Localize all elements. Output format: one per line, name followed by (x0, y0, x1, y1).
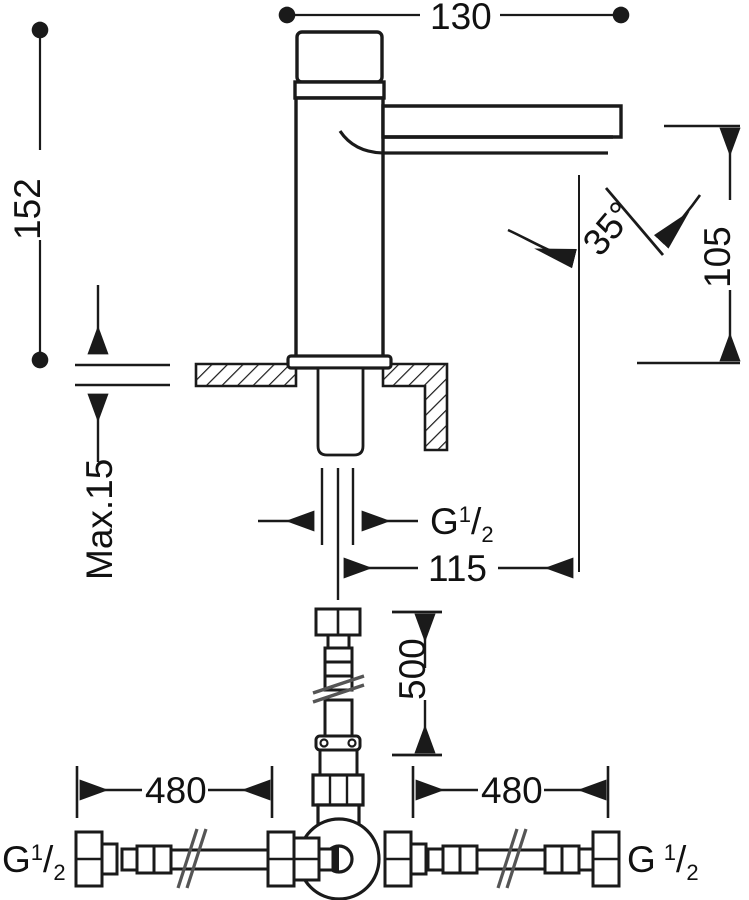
hose-v-collar-dot-right (347, 738, 357, 748)
dim-max15-label: Max.15 (79, 459, 120, 580)
hose-l-break-line-2 (185, 828, 208, 889)
flexible-hose-right (383, 830, 621, 888)
hose-v-corr-1 (323, 646, 354, 664)
hose-v-bottom-nut (318, 748, 359, 777)
right-inlet-denominator: 2 (686, 860, 698, 885)
valve-top-nut (311, 773, 365, 807)
shank-thread-lines (320, 468, 355, 600)
spout-inner-edge (338, 130, 608, 155)
hose-r-corr-5 (560, 844, 581, 875)
hose-l-collar-2 (317, 847, 335, 872)
dim-115-label: 115 (428, 548, 487, 589)
hose-v-corr-4 (323, 698, 354, 738)
lever-handle (295, 30, 384, 84)
dim-500-label: 500 (392, 638, 433, 700)
shank-thread-label: G1/2 (430, 501, 494, 547)
shank-thread-denominator: 2 (481, 522, 493, 547)
base-flange-group (286, 354, 393, 370)
angle-35-annotation (507, 175, 702, 572)
hose-l-corr-1 (120, 847, 139, 872)
mounting-shank (316, 366, 365, 457)
dimension-480-right (411, 766, 610, 818)
countertop-section (194, 362, 449, 452)
hose-v-break-line-2 (312, 683, 365, 704)
angle-leader-left (507, 228, 577, 269)
hose-r-corr-1 (426, 847, 445, 872)
dim-152-label: 152 (7, 178, 48, 240)
angle-inclined-line (604, 187, 665, 256)
hose-r-corr-2 (441, 844, 462, 875)
dim-480-right-label: 480 (481, 770, 543, 811)
hose-v-break-line-1 (312, 674, 365, 695)
base-flange (286, 354, 393, 370)
flexible-hose-left (74, 830, 335, 888)
spout-arm (381, 104, 623, 139)
dim-130-label: 130 (430, 0, 492, 37)
hose-r-break-line-1 (496, 828, 519, 889)
left-inlet-slash: / (43, 839, 54, 880)
hose-l-corr-3 (152, 844, 173, 875)
right-inlet-letter: G (627, 839, 656, 880)
hose-r-collar-2 (577, 847, 595, 872)
hose-r-corr-4 (543, 844, 564, 875)
dim-480-left-label: 480 (145, 770, 207, 811)
counter-slab-left (194, 362, 298, 388)
hose-l-collar-1 (100, 842, 119, 876)
angle-leader-right (653, 194, 702, 249)
spout-lip-detail (338, 130, 608, 155)
handle-collar (293, 80, 386, 100)
hose-v-neck (326, 633, 351, 650)
left-inlet-letter: G (2, 839, 31, 880)
left-inlet-denominator: 2 (53, 860, 65, 885)
shank-thread-numerator: 1 (459, 502, 471, 527)
hose-v-break-symbol (312, 674, 365, 704)
right-inlet-slash: / (676, 839, 687, 880)
shank-thread-slash: / (471, 501, 482, 542)
left-inlet-thread-label: G1/2 (2, 839, 66, 885)
dimension-105 (637, 124, 741, 365)
left-inlet-numerator: 1 (31, 840, 43, 865)
dimension-480-left (75, 766, 274, 818)
hose-l-break-symbol (176, 828, 208, 889)
counter-slab-right (381, 362, 449, 452)
mixer-body-group (293, 30, 623, 362)
right-inlet-numerator: 1 (664, 840, 676, 865)
dimension-max15 (75, 285, 170, 462)
hose-r-collar-1 (409, 842, 428, 876)
hose-r-break-symbol (496, 828, 528, 889)
hose-r-corr-3 (458, 844, 479, 875)
hose-v-collar-dot-left (319, 738, 329, 748)
mounting-shank-group (316, 366, 365, 457)
hose-v-corr-2 (323, 660, 354, 678)
body-column (294, 96, 385, 362)
hose-r-break-line-2 (505, 828, 528, 889)
hose-l-corr-2 (135, 844, 156, 875)
hose-l-break-line-1 (176, 828, 199, 889)
dimension-500 (392, 610, 442, 757)
shank-thread-letter: G (430, 501, 459, 542)
dim-105-label: 105 (697, 226, 738, 288)
